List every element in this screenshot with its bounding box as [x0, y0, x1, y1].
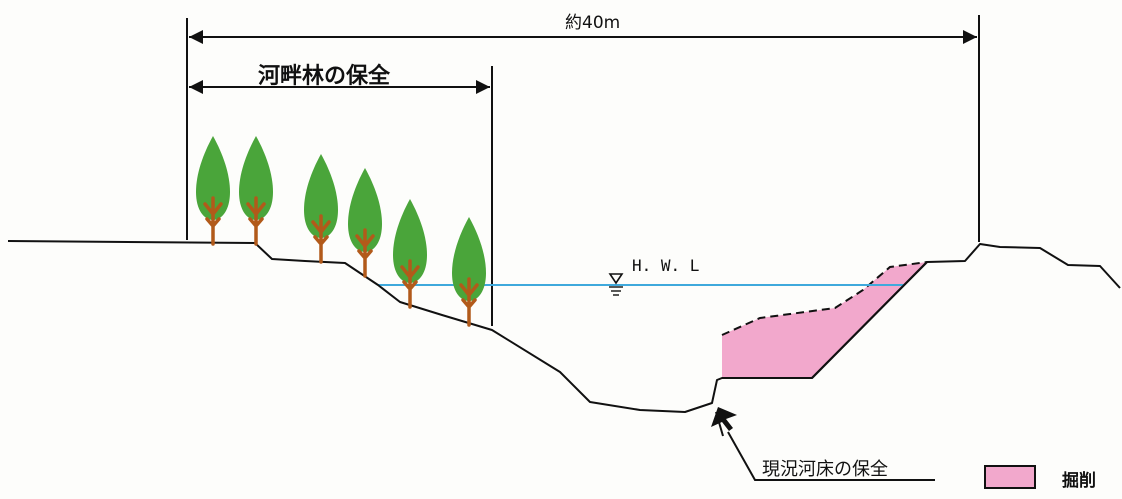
ground-profile — [7, 240, 1121, 413]
excavation-zone — [722, 262, 927, 378]
tree-icon — [450, 215, 488, 327]
tree-icon — [237, 134, 275, 246]
riparian-zone-label: 河畔林の保全 — [258, 64, 391, 89]
tree-icon — [194, 134, 232, 246]
tree-icon — [391, 197, 429, 309]
water-level-icon — [608, 273, 624, 296]
arrow-icon — [711, 407, 737, 431]
total-width-label: 約40m — [565, 13, 621, 33]
excavation-boundary — [721, 261, 928, 336]
hwl-label: H. W. L — [632, 256, 700, 275]
riverbed-callout-label: 現況河床の保全 — [762, 459, 888, 480]
legend-swatch-excavation — [984, 465, 1036, 489]
tree-icon — [302, 152, 340, 264]
tree-icon — [346, 166, 384, 278]
legend-label-excavation: 掘削 — [1062, 471, 1096, 491]
callout-leader — [727, 431, 935, 481]
